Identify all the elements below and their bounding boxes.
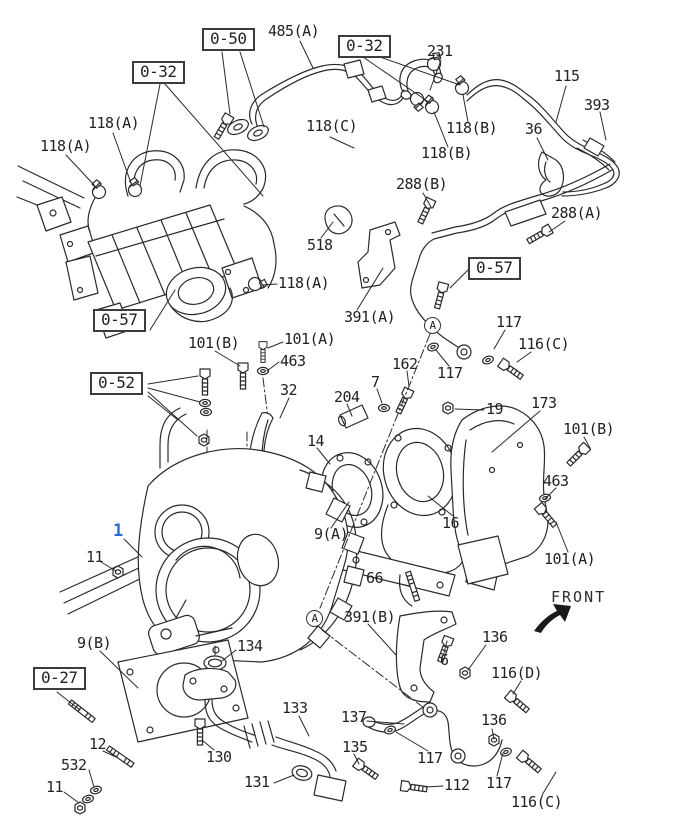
part-callout-117[interactable]: 117	[417, 749, 443, 767]
part-callout-117[interactable]: 117	[437, 364, 463, 382]
ref-callout-0-57[interactable]: 0-57	[468, 257, 521, 280]
part-callout-173[interactable]: 173	[531, 394, 557, 412]
part-callout-118-a[interactable]: 118(A)	[278, 274, 330, 292]
part-callout-9-a[interactable]: 9(A)	[314, 525, 349, 543]
part-callout-231[interactable]: 231	[427, 42, 453, 60]
ref-callout-0-57[interactable]: 0-57	[93, 309, 146, 332]
part-callout-532[interactable]: 532	[61, 756, 87, 774]
part-callout-391-a[interactable]: 391(A)	[344, 308, 396, 326]
part-callout-9-b[interactable]: 9(B)	[77, 634, 112, 652]
part-callout-204[interactable]: 204	[334, 388, 360, 406]
part-callout-162[interactable]: 162	[392, 355, 418, 373]
marker-callout-a[interactable]: A	[424, 317, 441, 334]
part-callout-134[interactable]: 134	[237, 637, 263, 655]
part-callout-137[interactable]: 137	[341, 708, 367, 726]
part-callout-14[interactable]: 14	[307, 432, 325, 450]
part-callout-101-a[interactable]: 101(A)	[544, 550, 596, 568]
part-callout-118-c[interactable]: 118(C)	[306, 117, 358, 135]
part-callout-131[interactable]: 131	[244, 773, 270, 791]
part-callout-36[interactable]: 36	[525, 120, 543, 138]
construction-lines	[214, 333, 431, 709]
part-callout-288-b[interactable]: 288(B)	[396, 175, 448, 193]
part-callout-66[interactable]: 66	[366, 569, 384, 587]
part-callout-518[interactable]: 518	[307, 236, 333, 254]
part-callout-7[interactable]: 7	[371, 373, 380, 391]
turbocharger-drawing	[59, 448, 365, 663]
part-callout-115[interactable]: 115	[554, 67, 580, 85]
part-callout-117[interactable]: 117	[486, 774, 512, 792]
part-callout-116-c[interactable]: 116(C)	[511, 793, 563, 811]
part-callout-116-c[interactable]: 116(C)	[518, 335, 570, 353]
part-callout-32[interactable]: 32	[280, 381, 298, 399]
part-callout-118-a[interactable]: 118(A)	[88, 114, 140, 132]
part-callout-118-b[interactable]: 118(B)	[421, 144, 473, 162]
part-callout-117[interactable]: 117	[496, 313, 522, 331]
part-callout-116-d[interactable]: 116(D)	[491, 664, 543, 682]
part-callout-135[interactable]: 135	[342, 738, 368, 756]
part-callout-16[interactable]: 16	[442, 514, 460, 532]
front-arrow-icon	[534, 604, 571, 633]
front-label: FRONT	[551, 588, 607, 606]
part-callout-393[interactable]: 393	[584, 96, 610, 114]
part-callout-118-b[interactable]: 118(B)	[446, 119, 498, 137]
water-pipe-485-drawing	[211, 59, 405, 142]
part-callout-463[interactable]: 463	[280, 352, 306, 370]
ref-callout-0-27[interactable]: 0-27	[33, 667, 86, 690]
part-callout-130[interactable]: 130	[206, 748, 232, 766]
part-callout-288-a[interactable]: 288(A)	[551, 204, 603, 222]
part-callout-101-b[interactable]: 101(B)	[563, 420, 615, 438]
part-callout-19[interactable]: 19	[486, 400, 504, 418]
part-callout-485-a[interactable]: 485(A)	[268, 22, 320, 40]
part-callout-1[interactable]: 1	[113, 521, 123, 541]
ref-callout-0-50[interactable]: 0-50	[202, 28, 255, 51]
ref-callout-0-32[interactable]: 0-32	[132, 61, 185, 84]
ref-callout-0-32[interactable]: 0-32	[338, 35, 391, 58]
leader-lines	[56, 40, 607, 804]
part-callout-136[interactable]: 136	[481, 711, 507, 729]
part-callout-11[interactable]: 11	[86, 548, 104, 566]
part-callout-118-a[interactable]: 118(A)	[40, 137, 92, 155]
part-callout-112[interactable]: 112	[444, 776, 470, 794]
part-callout-133[interactable]: 133	[282, 699, 308, 717]
part-callout-101-a[interactable]: 101(A)	[284, 330, 336, 348]
part-callout-136[interactable]: 136	[482, 628, 508, 646]
part-callout-391-b[interactable]: 391(B)	[344, 608, 396, 626]
part-callout-463[interactable]: 463	[543, 472, 569, 490]
part-callout-101-b[interactable]: 101(B)	[188, 334, 240, 352]
water-return-pipe-drawing	[362, 666, 544, 795]
ref-callout-0-52[interactable]: 0-52	[90, 372, 143, 395]
part-callout-6[interactable]: 6	[440, 651, 449, 669]
engine-stub-drawing	[16, 165, 85, 232]
part-callout-11[interactable]: 11	[46, 778, 64, 796]
oil-return-pipe-drawing	[182, 655, 381, 802]
bracket-391b-drawing	[395, 535, 509, 703]
part-callout-12[interactable]: 12	[89, 735, 107, 753]
marker-callout-a[interactable]: A	[306, 610, 323, 627]
